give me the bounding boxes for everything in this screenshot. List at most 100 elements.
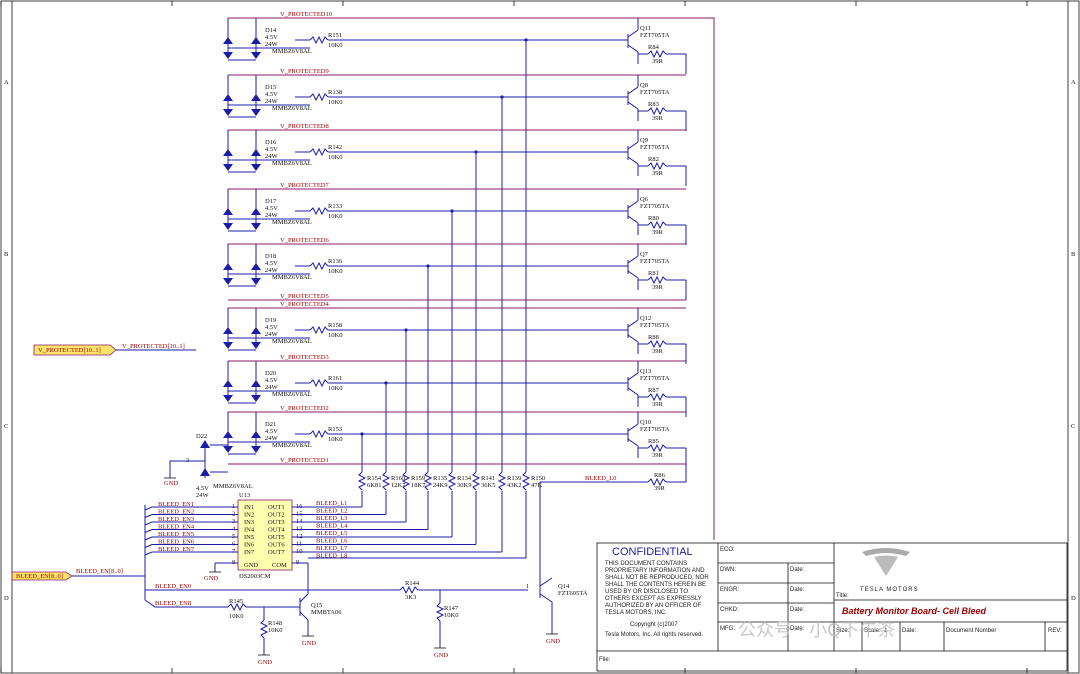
bleed-resistor-value: 39R [652,58,664,65]
dwn-label: DWN: [720,567,736,573]
transistor-ref: Q12 [640,315,651,322]
mfg-label: MFG: [720,626,735,632]
transistor-part: FZT705TA [640,375,670,382]
transistor-ref: Q9 [640,137,648,144]
bleed-resistor [647,392,667,402]
gnd-q15: GND [302,640,316,647]
zener-diode-b [251,327,261,334]
resistor-ref: R138 [328,89,342,96]
zener-diode-b [251,149,261,156]
diode-part: MMBZ6V8AL [272,338,312,345]
channel-net-label: V_PROTECTED8 [280,123,329,130]
r86-ref: R86 [654,472,666,479]
transistor-part: FZT705TA [640,32,670,39]
resistor-value: 10K0 [328,268,342,275]
zener-diode-b [251,263,261,270]
q15-part: MMBTA06 [311,609,342,616]
diode-ref: D14 [265,27,277,34]
transistor-ref: Q11 [640,25,651,32]
bleed-l-label: BLEED_L1 [316,500,347,507]
diode-part: MMBZ6V8AL [272,391,312,398]
base-resistor [309,378,329,388]
bleed-channel: V_PROTECTED3D204.5V24WMMBZ6V8ALR16110K0Q… [223,354,687,472]
gnd-r148: GND [258,659,272,666]
zener-diode-a [223,263,233,270]
resistor-ref: R133 [328,203,342,210]
zone-left-C: C [4,423,8,430]
zener-diode-a [223,37,233,44]
bleed-channel: V_PROTECTED4D194.5V24WMMBZ6V8ALR15810K0Q… [223,301,687,472]
diode-voltage: 4.5V [265,324,278,331]
u13-output-pin: OUT5 [268,534,285,541]
zone-left-A: A [4,79,9,86]
rev-label: REV: [1048,628,1062,634]
diode-part: MMBZ6V8AL [272,274,312,281]
gnd-q14: GND [546,638,560,645]
bleed-resistor-ref: R83 [648,101,659,108]
r144-val: 3K3 [405,594,416,601]
resistor-ref: R151 [328,32,342,39]
d22-v: 4.5V [196,485,209,492]
pulldown-value: 18K7 [411,482,426,489]
bleed-en-label: BLEED_EN7 [158,546,195,553]
resistor-ref: R142 [328,144,342,151]
diode-part: MMBZ6V8AL [272,219,312,226]
resistor-value: 10K0 [328,42,342,49]
zener-diode-a [223,94,233,101]
u13-input-pin: IN2 [244,512,254,519]
bus-port-label: V_PROTECTED[10..1] [38,347,101,354]
svg-text:3: 3 [186,457,189,464]
zone-right-D: D [1071,595,1076,602]
zener-diode-a [223,208,233,215]
diode-power: 24W [265,153,279,160]
bleed-l0-label: BLEED_L0 [585,475,616,482]
title-block: CONFIDENTIAL THIS DOCUMENT CONTAINSPROPR… [596,542,1068,672]
bleed-en0-label: BLEED_EN0 [155,583,191,590]
bleed-resistor-ref: R82 [648,156,659,163]
bleed-resistor [647,443,667,453]
diode-ref: D17 [265,198,277,205]
zener-diode-a [223,149,233,156]
resistor-value: 10K0 [328,385,342,392]
bus-port [33,344,117,356]
diode-power: 24W [265,267,279,274]
eco-label: ECO: [720,547,735,553]
diode-power: 24W [265,41,279,48]
bus-wire-label: V_PROTECTED[10..1] [122,343,185,350]
q14-ref: Q14 [558,583,570,590]
date-label-1: Date: [790,567,805,573]
u13-com: COM [272,562,287,569]
bleed-l-label: BLEED_L6 [316,538,348,545]
bleed-l-label: BLEED_L4 [316,523,348,530]
notice-line: SHALL THE CONTENTS HEREIN BE [605,582,706,588]
base-resistor [309,92,329,102]
diode-part: MMBZ6V8AL [272,48,312,55]
gnd-r147: GND [434,652,448,659]
copyright-text: Copyright (c)2007 [630,622,678,628]
pulldown-ref: R159 [411,475,425,482]
u13-input-pin: IN4 [244,527,255,534]
chkd-label: CHKD: [720,607,739,613]
resistor-value: 10K0 [328,332,342,339]
tesla-logo [862,548,910,576]
channel-net-label: V_PROTECTED4 [280,301,330,308]
diode-ref: D18 [265,253,276,260]
diode-voltage: 4.5V [265,146,278,153]
bleed-en-label: BLEED_EN2 [158,509,194,516]
r148-resistor [259,619,269,639]
doc-number-label: Document Number [946,628,996,634]
transistor-ref: Q7 [640,251,649,258]
bleed-resistor-ref: R87 [648,387,660,394]
transistor-part: FZT705TA [640,322,670,329]
d22-part: MMBZ6V8AL [213,483,253,490]
zener-diode-a [223,380,233,387]
r86-resistor [647,477,667,487]
zone-right-A: A [1071,79,1076,86]
bleed-resistor-ref: R84 [648,44,660,51]
d22-diode: D22 MMBZ6V8AL 4.5V 24W 3 GND [164,433,253,499]
bleed-resistor-value: 39R [652,401,664,408]
pulldown-value: 36K5 [481,482,495,489]
